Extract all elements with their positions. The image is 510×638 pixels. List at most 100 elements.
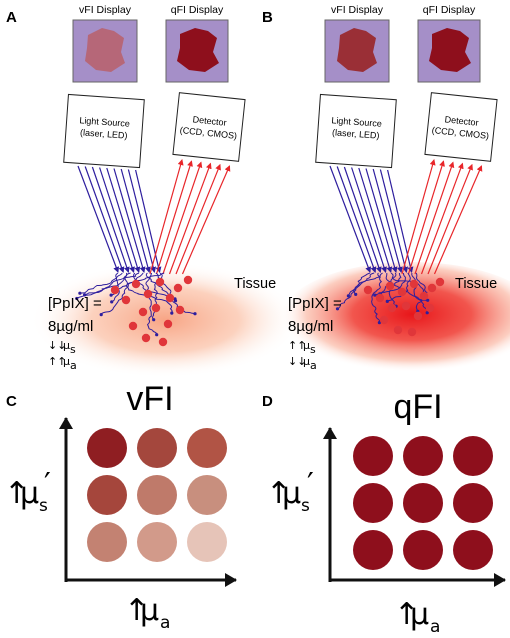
scattering-arrows: ↓↓ [48, 339, 66, 352]
fluorophore-dot [158, 337, 168, 347]
fluorophore-dot [397, 287, 407, 297]
emission-ray [175, 163, 221, 275]
y-axis-label: ↑ µ s ′ [266, 467, 314, 516]
tissue-region [30, 262, 300, 378]
tissue-region [280, 262, 510, 378]
fluorophore-dot [425, 303, 435, 313]
fluorophore-dot [183, 275, 193, 285]
fluorophore-dot [141, 333, 151, 343]
emission-ray [420, 162, 464, 275]
concentration-label: [PpIX] = [48, 295, 102, 312]
photon-path [353, 272, 383, 295]
photon-path [84, 272, 131, 296]
photon-endpoint [78, 291, 82, 295]
photon-path [100, 272, 144, 315]
fluorophore-dot [121, 295, 131, 305]
detector-box: Detector (CCD, CMOS) [172, 92, 246, 162]
fluorophore-dot [110, 285, 120, 295]
intensity-circle [353, 436, 393, 476]
intensity-circle [353, 530, 393, 570]
photon-endpoint [377, 321, 381, 325]
photon-endpoint [354, 292, 358, 296]
excitation-ray [336, 166, 377, 273]
absorption-subscript: a [70, 359, 77, 372]
excitation-ray [358, 167, 393, 273]
y-axis-subscript: s [39, 496, 48, 516]
intensity-circle [137, 522, 177, 562]
photon-path [415, 272, 428, 312]
fluorophore-dot [427, 283, 437, 293]
excitation-ray [365, 168, 398, 273]
light-source-box: Light Source (laser, LED) [315, 93, 397, 169]
fluorophore-dot [413, 311, 423, 321]
light-rays [329, 159, 483, 275]
emission-ray [414, 161, 455, 275]
panel-b: B vFI Display qFI Display Light Source (… [262, 4, 510, 378]
y-axis-subscript: s [301, 496, 310, 516]
fluorophores [110, 275, 193, 347]
circle-grid [353, 436, 493, 570]
panel-a: A vFI Display qFI Display Light Source (… [6, 4, 300, 378]
intensity-circle [453, 483, 493, 523]
absorption-arrows: ↓↓ [288, 355, 306, 368]
x-axis-up-arrow: ↑ [394, 597, 419, 632]
intensity-circle [187, 522, 227, 562]
panel-c: C vFI ↑ µ s ′ ↑ µ a [4, 380, 237, 633]
photon-endpoint [425, 311, 429, 315]
fluorophores [363, 277, 445, 337]
panel-title-vfi: vFI [126, 380, 173, 418]
excitation-ray [77, 165, 120, 273]
photon-endpoint [373, 293, 377, 297]
circle-grid [87, 428, 227, 562]
emission-ray [149, 159, 184, 275]
emission-ray [162, 161, 203, 275]
fluorophore-dot [143, 289, 153, 299]
intensity-circle [137, 475, 177, 515]
photon-path [337, 272, 375, 310]
absorption-indicator: ↓↓ µ a [288, 355, 317, 372]
vfi-display-label: vFI Display [79, 4, 132, 16]
panel-title-qfi: qFI [393, 388, 442, 426]
photon-path [79, 272, 123, 294]
intensity-circle [187, 475, 227, 515]
excitation-ray [379, 169, 409, 273]
absorption-arrows: ↑↑ [48, 355, 66, 368]
fluorophore-dot [175, 305, 185, 315]
fluorophore-dot [401, 301, 411, 311]
qfi-display-lesion [429, 28, 471, 72]
x-axis-mu-symbol: µ [140, 593, 159, 628]
fluorophore-dot [375, 293, 385, 303]
fluorophore-dot [379, 315, 389, 325]
scattering-symbol: µ [303, 339, 310, 352]
photon-endpoint [99, 313, 103, 317]
emission-ray [155, 160, 193, 275]
fluorophore-dot [163, 319, 173, 329]
tissue-label: Tissue [234, 276, 276, 292]
intensity-circle [403, 530, 443, 570]
detector-label: Detector [192, 114, 227, 128]
intensity-circle [87, 428, 127, 468]
fluorophore-dot [165, 293, 175, 303]
intensity-circle [137, 428, 177, 468]
absorption-symbol: µ [303, 355, 310, 368]
y-axis-up-arrow: ↑ [266, 476, 291, 511]
absorption-indicator: ↑↑ µ a [48, 355, 77, 372]
x-axis-subscript: a [430, 617, 440, 637]
fluorophore-dot [419, 291, 429, 301]
emission-ray [433, 165, 483, 275]
fluorophore-dot [385, 281, 395, 291]
photon-endpoint [335, 307, 340, 311]
panel-d: D qFI ↑ µ s ′ ↑ µ a [262, 388, 506, 637]
x-axis-label: ↑ µ a [394, 597, 440, 637]
fluorophore-dot [155, 277, 165, 287]
vfi-display-label: vFI Display [331, 4, 384, 16]
y-axis-prime: ′ [307, 467, 314, 502]
photon-endpoint [110, 300, 114, 304]
scattering-arrows: ↑↑ [288, 339, 306, 352]
emission-ray [427, 163, 473, 275]
photon-endpoint [75, 296, 79, 301]
photon-path [145, 272, 158, 335]
y-axis-mu-symbol: µ [20, 476, 39, 511]
detector-label: Detector [444, 114, 479, 128]
